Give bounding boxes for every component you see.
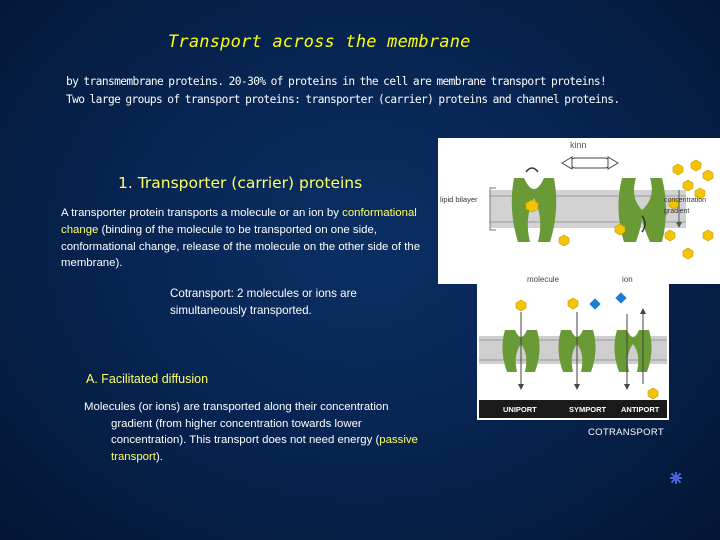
intro-text: by transmembrane proteins. 20-30% of pro… <box>66 73 666 109</box>
section-1-heading: 1. Transporter (carrier) proteins <box>118 174 363 192</box>
uniport-label: UNIPORT <box>503 405 537 414</box>
molecule-label: molecule <box>527 275 560 284</box>
figure-2-label-bar <box>479 400 667 418</box>
intro-line-1: by transmembrane proteins. 20-30% of pro… <box>66 75 607 88</box>
carrier-protein-figure: kinn lipid bilayer concentration <box>438 138 720 284</box>
gradient-label-2: gradient <box>664 208 689 215</box>
section-a-text-b: ). <box>155 450 163 463</box>
lipid-bilayer-label: lipid bilayer <box>440 195 478 204</box>
figure-1-top-label: kinn <box>570 140 587 150</box>
section-a-paragraph: Molecules (or ions) are transported alon… <box>84 399 436 465</box>
section-1-paragraph: A transporter protein transports a molec… <box>61 205 431 272</box>
ion-label: ion <box>622 275 633 284</box>
carrier-protein-open-inside <box>618 178 666 242</box>
conformational-change-highlight: conformational change <box>61 207 417 236</box>
passive-transport-highlight: passive transport <box>111 434 418 463</box>
corner-burst-icon <box>670 472 682 484</box>
section-a-rest: gradient (from higher concentration towa… <box>84 416 436 466</box>
symport-label: SYMPORT <box>569 405 607 414</box>
section-1-text-a: A transporter protein transports a molec… <box>61 207 339 219</box>
cotransport-text: Cotransport: 2 molecules or ions are sim… <box>170 287 357 317</box>
carrier-protein-open-outside <box>511 167 557 242</box>
cotransport-label: COTRANSPORT <box>588 427 664 438</box>
section-a-text-a: gradient (from higher concentration towa… <box>111 417 380 447</box>
molecule-cluster <box>525 159 714 260</box>
section-1-text-b: (binding of the molecule to be transport… <box>61 223 421 270</box>
intro-line-2: Two large groups of transport proteins: … <box>66 93 620 106</box>
cotransport-figure: molecule ion UNIPORT SYMPORT ANTIPORT <box>477 272 669 420</box>
section-a-line-1: Molecules (or ions) are transported alon… <box>84 401 389 413</box>
gradient-label-1: concentration <box>664 197 706 204</box>
section-a-heading: A. Facilitated diffusion <box>86 372 209 386</box>
page-title: Transport across the membrane <box>168 32 471 52</box>
conformational-change-arrow <box>561 156 619 170</box>
antiport-label: ANTIPORT <box>621 405 660 414</box>
uniport-protein <box>502 299 540 390</box>
